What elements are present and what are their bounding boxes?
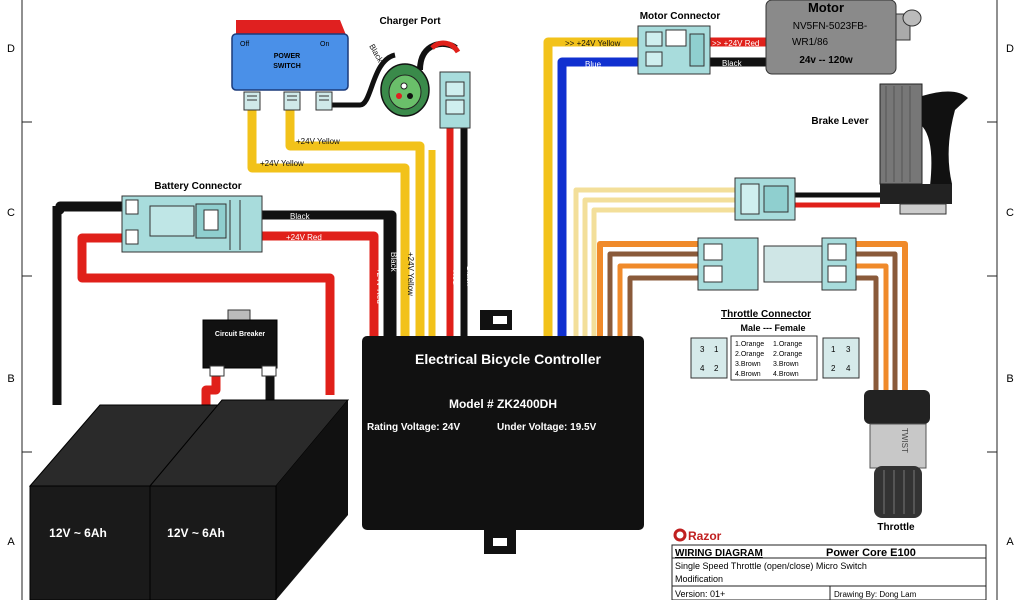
title-block-desc1: Single Speed Throttle (open/close) Micro… <box>675 561 867 571</box>
wire-label-red-vertical: +24V Red <box>375 268 384 304</box>
battery-connector-title: Battery Connector <box>154 181 241 192</box>
wire-switch-yellow-2 <box>285 110 425 338</box>
wire-charger-red <box>430 40 461 54</box>
wire-motor-blue <box>557 57 640 338</box>
switch-line1: POWER <box>274 53 300 60</box>
circuit-breaker-title: Circuit Breaker <box>215 331 265 338</box>
battery-connector: Battery Connector <box>121 181 263 253</box>
pin-male-4: 4 <box>700 364 705 373</box>
wire-label-red-battery: +24V Red <box>286 233 322 242</box>
controller-rating: Rating Voltage: 24V <box>367 422 460 433</box>
border-letter-a-left: A <box>7 536 15 548</box>
title-block-drawn-by: Drawing By: Dong Lam <box>834 590 917 599</box>
wire-brake-1 <box>573 187 735 338</box>
wire-label-yellow-upper: +24V Yellow <box>296 137 340 146</box>
wire-label-yellow-vertical: +24V Yellow <box>406 252 415 296</box>
wire-switch-yellow-1 <box>247 110 410 338</box>
charger-port: Charger Port <box>379 16 471 129</box>
motor-model-line1: NV5FN-5023FB- <box>793 21 867 32</box>
pin-left-1: 1.Orange <box>735 341 764 348</box>
title-block-version: Version: 01+ <box>675 589 725 599</box>
motor-rating: 24v -- 120w <box>799 55 853 66</box>
pin-right-2: 2.Orange <box>773 351 802 358</box>
pin-right-4: 4.Brown <box>773 371 799 378</box>
border-letter-d-right: D <box>1006 43 1014 55</box>
power-switch: Off On POWER SWITCH <box>231 20 349 111</box>
wires <box>52 37 908 408</box>
pin-female-3: 3 <box>846 345 851 354</box>
pin-female-1: 1 <box>831 345 836 354</box>
throttle-connector-subtitle: Male --- Female <box>740 323 805 333</box>
battery-right: 12V ~ 6Ah <box>148 399 350 600</box>
circuit-breaker: Circuit Breaker <box>202 309 278 377</box>
throttle-title: Throttle <box>877 522 915 533</box>
wire-motor-yellow <box>543 37 640 338</box>
throttle-connector-title: Throttle Connector <box>721 309 811 320</box>
motor-connector: Motor Connector <box>637 11 721 75</box>
border-letter-b-right: B <box>1006 373 1013 385</box>
wire-label-black-charger: Black <box>465 266 474 287</box>
switch-line2: SWITCH <box>273 63 301 70</box>
charger-port-title: Charger Port <box>379 16 441 27</box>
pin-left-2: 2.Orange <box>735 351 764 358</box>
wire-label-motor-yellow: >> +24V Yellow <box>565 39 621 48</box>
brake-lever: Brake Lever <box>734 83 968 221</box>
pin-male-2: 2 <box>714 364 719 373</box>
switch-on-label: On <box>320 41 329 48</box>
controller-title: Electrical Bicycle Controller <box>415 351 602 367</box>
border-letter-a-right: A <box>1006 536 1014 548</box>
throttle-grip-text: TWIST <box>900 428 909 453</box>
wire-label-motor-blue: Blue <box>585 60 602 69</box>
battery-left-label: 12V ~ 6Ah <box>49 526 107 540</box>
brand-logo-text: Razor <box>688 529 722 543</box>
wire-label-motor-black: Black <box>722 59 743 68</box>
title-block-product: Power Core E100 <box>826 547 916 559</box>
pin-female-2: 2 <box>831 364 836 373</box>
pin-right-1: 1.Orange <box>773 341 802 348</box>
wire-label-red-charger: Red <box>451 270 460 285</box>
border-letter-b-left: B <box>7 373 14 385</box>
controller-model: Model # ZK2400DH <box>449 397 557 411</box>
pin-right-3: 3.Brown <box>773 361 799 368</box>
wire-breaker-red <box>201 372 221 408</box>
wire-label-black-battery: Black <box>290 212 311 221</box>
border-letter-c-right: C <box>1006 207 1014 219</box>
wire-throttle-out <box>855 241 908 392</box>
pin-left-3: 3.Brown <box>735 361 761 368</box>
wire-label-black-vertical: Black <box>389 252 398 273</box>
pin-female-4: 4 <box>846 364 851 373</box>
throttle: TWIST Throttle <box>864 390 930 533</box>
wire-label-yellow-lower: +24V Yellow <box>260 159 304 168</box>
controller-under-voltage: Under Voltage: 19.5V <box>497 422 597 433</box>
title-block: Razor WIRING DIAGRAM Power Core E100 Sin… <box>671 528 987 600</box>
wire-throttle-1 <box>597 241 700 338</box>
brake-lever-title: Brake Lever <box>811 116 868 127</box>
motor-connector-title: Motor Connector <box>640 11 721 22</box>
wire-label-motor-red: >> +24V Red <box>712 39 759 48</box>
title-block-header: WIRING DIAGRAM <box>675 548 763 559</box>
wire-label-charger-red: Red <box>450 54 459 69</box>
pin-male-1: 1 <box>714 345 719 354</box>
pin-left-4: 4.Brown <box>735 371 761 378</box>
border-letter-d-left: D <box>7 43 15 55</box>
motor-model-line2: WR1/86 <box>792 37 829 48</box>
controller: Electrical Bicycle Controller Model # ZK… <box>362 310 644 554</box>
throttle-connector: Throttle Connector Male --- Female 3 1 4… <box>690 237 860 381</box>
wire-label-switch-black: Black <box>336 95 357 104</box>
motor: Motor NV5FN-5023FB- WR1/86 24v -- 120w <box>765 0 922 75</box>
wire-battery-red <box>77 233 335 395</box>
pin-male-3: 3 <box>700 345 705 354</box>
switch-off-label: Off <box>240 41 249 48</box>
wire-switch-black <box>330 52 396 108</box>
title-block-desc2: Modification <box>675 574 723 584</box>
battery-right-label: 12V ~ 6Ah <box>167 526 225 540</box>
motor-title: Motor <box>808 0 844 15</box>
border-letter-c-left: C <box>7 207 15 219</box>
